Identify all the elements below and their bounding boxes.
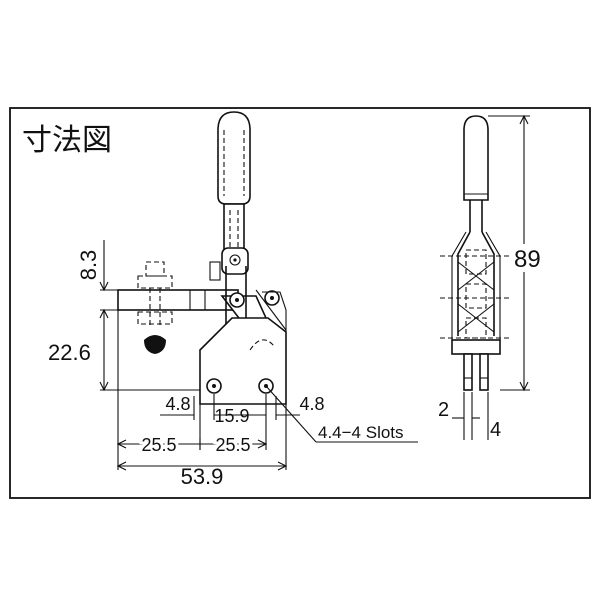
side-base xyxy=(451,339,501,355)
dim-4-8-left: 4.8 xyxy=(165,394,190,414)
dim-53-9: 53.9 xyxy=(181,464,224,489)
dim-22-6: 22.6 xyxy=(48,340,91,365)
handle-grip xyxy=(217,111,251,205)
slots-note: 4.4−4 Slots xyxy=(318,423,404,442)
spindle-arm xyxy=(117,289,239,311)
dim-15-9: 15.9 xyxy=(214,406,249,426)
dim-89: 89 xyxy=(514,246,541,273)
side-view: 89 2 4 xyxy=(438,114,556,441)
dim-4-8-right: 4.8 xyxy=(299,394,324,414)
dim-25-5-right: 25.5 xyxy=(215,435,250,455)
side-handle-grip xyxy=(463,115,489,201)
dim-2: 2 xyxy=(438,399,449,421)
spindle-bolt xyxy=(137,261,173,354)
dim-8-3: 8.3 xyxy=(76,250,101,281)
drawing-title: 寸法図 xyxy=(22,123,112,158)
dim-25-5-left: 25.5 xyxy=(141,435,176,455)
drawing-border xyxy=(9,107,591,499)
front-view: 8.3 22.6 4.8 15.9 4.8 25.5 25.5 53.9 4.4… xyxy=(48,111,418,489)
dim-4: 4 xyxy=(490,419,501,441)
rubber-tip xyxy=(144,335,166,354)
